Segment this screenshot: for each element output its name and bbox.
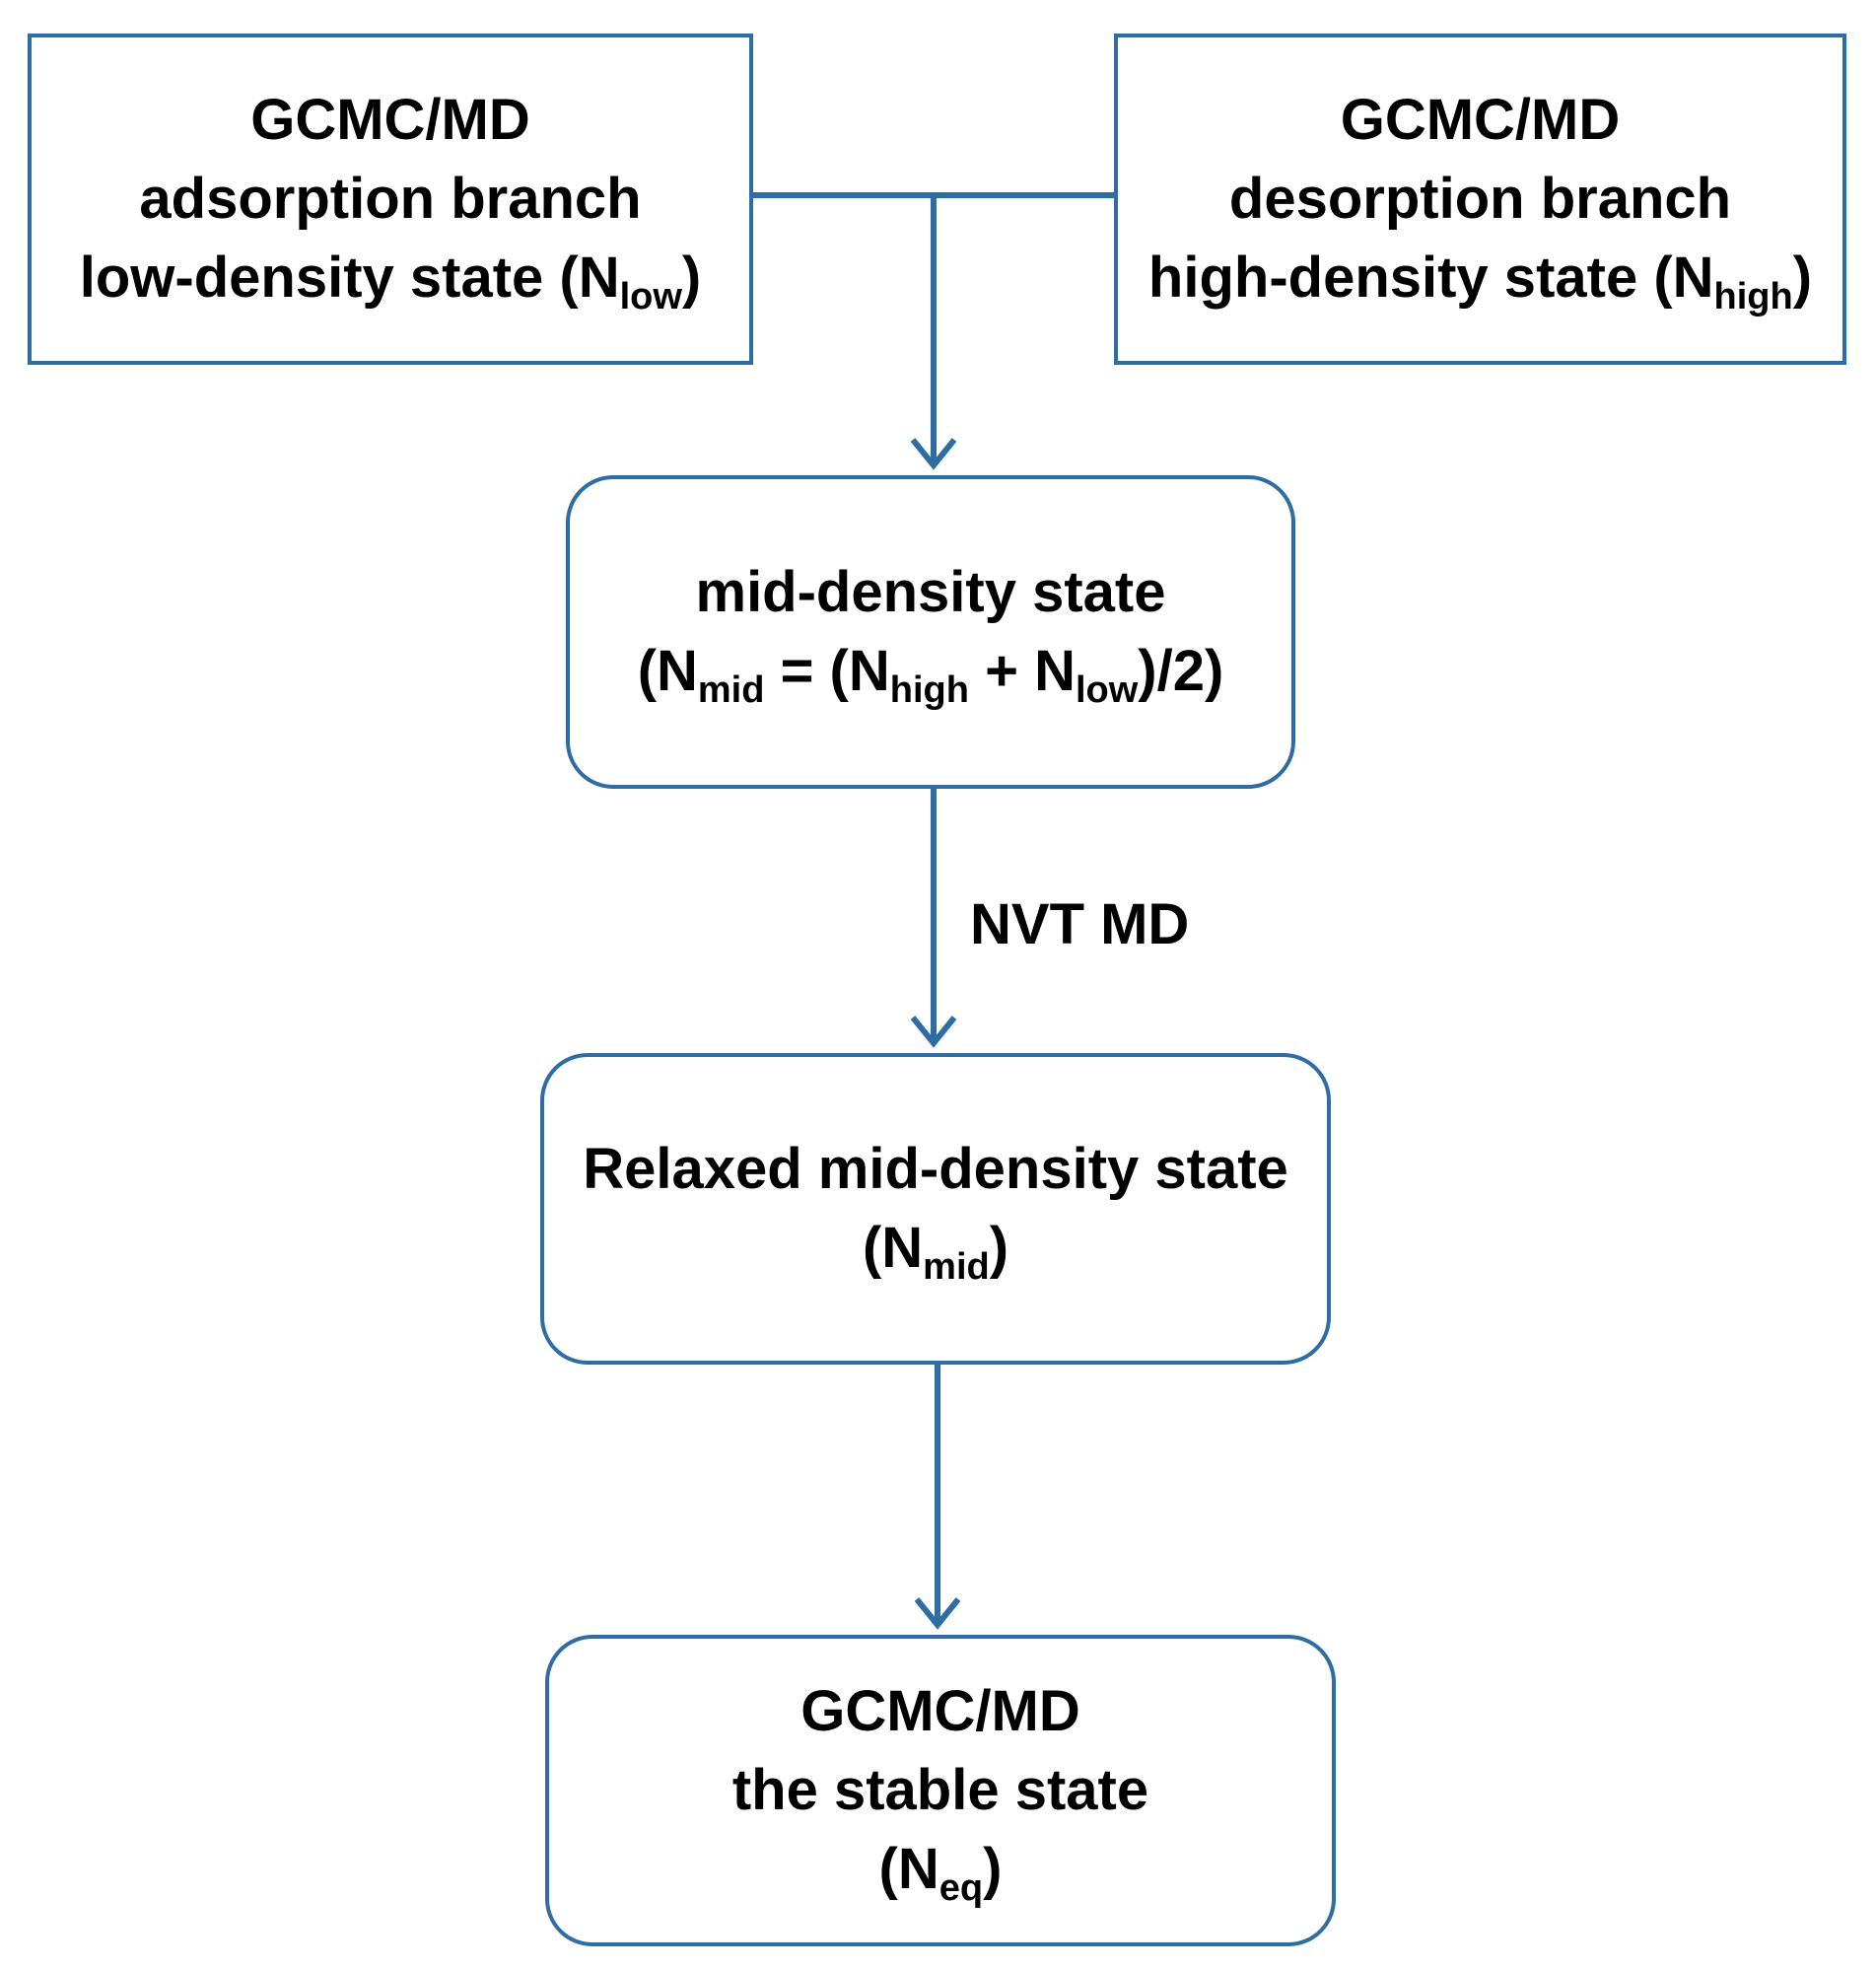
mid-subscript: mid xyxy=(923,1246,990,1288)
formula-part-4: )/2) xyxy=(1138,639,1224,703)
low-density-state-label: low-density state (Nlow) xyxy=(80,239,702,317)
adsorption-branch-label: adsorption branch xyxy=(139,167,642,231)
formula-part-2: = (N xyxy=(764,639,890,703)
high-density-close: ) xyxy=(1792,246,1813,310)
formula-part-3: + N xyxy=(968,639,1076,703)
nvt-md-edge-label: NVT MD xyxy=(970,892,1190,956)
stable-quantity: (Neq) xyxy=(879,1830,1003,1909)
desorption-method: GCMC/MD xyxy=(1340,88,1621,152)
high-density-text: high-density state (N xyxy=(1147,246,1714,310)
mid-subscript: mid xyxy=(697,669,765,711)
arrow-to-mid-head xyxy=(910,438,957,470)
relaxed-quantity: (Nmid) xyxy=(863,1209,1008,1288)
high-density-state-label: high-density state (Nhigh) xyxy=(1148,239,1812,317)
high-subscript: high xyxy=(1713,276,1793,317)
relaxed-close: ) xyxy=(989,1216,1009,1280)
low-density-close: ) xyxy=(681,246,702,310)
desorption-branch-label: desorption branch xyxy=(1228,167,1732,231)
mid-density-formula: (Nmid = (Nhigh + Nlow)/2) xyxy=(638,632,1224,711)
relaxed-open: (N xyxy=(862,1216,924,1280)
high-subscript: high xyxy=(889,669,969,711)
arrow-to-stable-head xyxy=(914,1597,961,1630)
relaxed-mid-density-node: Relaxed mid-density state (Nmid) xyxy=(540,1053,1331,1365)
formula-part-1: (N xyxy=(637,639,698,703)
relaxed-title: Relaxed mid-density state xyxy=(583,1137,1288,1201)
stable-close: ) xyxy=(983,1837,1003,1901)
mid-density-node: mid-density state (Nmid = (Nhigh + Nlow)… xyxy=(566,475,1295,789)
adsorption-branch-node: GCMC/MD adsorption branch low-density st… xyxy=(28,34,753,365)
adsorption-method: GCMC/MD xyxy=(250,88,530,152)
low-subscript: low xyxy=(1075,669,1139,711)
low-subscript: low xyxy=(619,276,682,317)
stable-state-label: the stable state xyxy=(731,1758,1149,1822)
mid-density-title: mid-density state xyxy=(695,560,1166,624)
stable-method: GCMC/MD xyxy=(800,1679,1080,1743)
desorption-branch-node: GCMC/MD desorption branch high-density s… xyxy=(1114,34,1846,365)
eq-subscript: eq xyxy=(938,1867,984,1909)
stable-open: (N xyxy=(878,1837,939,1901)
low-density-text: low-density state (N xyxy=(79,246,620,310)
arrow-to-relaxed-head xyxy=(910,1016,957,1048)
stable-state-node: GCMC/MD the stable state (Neq) xyxy=(545,1635,1336,1946)
